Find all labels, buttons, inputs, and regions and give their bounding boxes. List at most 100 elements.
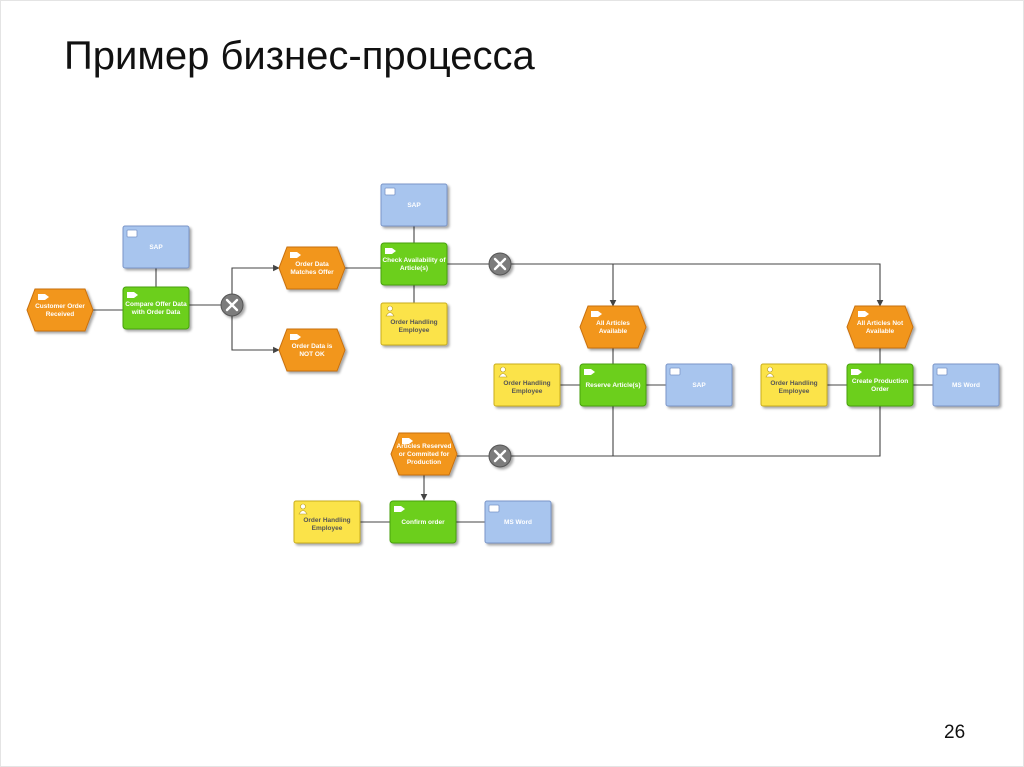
event-shape [846,305,914,349]
person-icon [385,305,395,317]
arrow-icon [584,369,595,375]
node-label: with Order Data [131,309,181,316]
connector-line [231,264,280,294]
event-shape [26,288,94,332]
arrow-icon [394,506,405,512]
role-shape [760,363,828,407]
node-label: All Articles Not [857,320,904,327]
system-ms-word-1: MS Word [932,363,1000,407]
arrow-icon [290,334,301,340]
xor-xor-1 [220,293,244,317]
role-shape [380,302,448,346]
function-shape [380,242,448,286]
cross-icon [225,298,239,312]
node-label: Order Data [295,261,329,268]
node-label: Customer Order [35,303,85,310]
function-shape [579,363,647,407]
node-label: Available [866,328,895,335]
connector-line [511,406,881,457]
node-label: Check Availability of [382,257,446,264]
node-label: Order Handling [390,319,437,326]
node-label: SAP [407,202,421,209]
connector-line [511,406,614,457]
node-label: Reserve Article(s) [585,382,640,389]
node-label: SAP [149,244,163,251]
person-icon [298,503,308,515]
node-label: or Commited for [399,451,450,458]
node-label: Order Handling [303,517,350,524]
arrow-icon [591,311,602,317]
connector-line [511,263,884,307]
system-sap-3: SAP [665,363,733,407]
arrow-icon [127,292,138,298]
monitor-icon [936,367,948,376]
node-label: Articles Reserved [397,443,452,450]
event-shape [278,328,346,372]
node-label: Received [46,311,75,318]
node-label: Order Data is [292,343,333,350]
person-icon [765,366,775,378]
arrow-icon [385,248,396,254]
connector-line [231,316,280,354]
system-shape [665,363,733,407]
node-label: SAP [692,382,706,389]
node-label: All Articles [596,320,630,327]
node-label: Employee [779,388,810,395]
slide-number: 26 [944,722,966,743]
node-label: Employee [399,327,430,334]
event-shape [579,305,647,349]
slide-title: Пример бизнес-процесса [64,34,535,78]
node-label: MS Word [504,519,532,526]
node-label: Available [599,328,628,335]
system-shape [932,363,1000,407]
xor-xor-3 [488,444,512,468]
xor-xor-2 [488,252,512,276]
node-label: Order Handling [770,380,817,387]
node-label: Employee [312,525,343,532]
monitor-icon [126,229,138,238]
system-sap-1: SAP [122,225,190,269]
event-shape [278,246,346,290]
arrow-icon [38,294,49,300]
system-shape [380,183,448,227]
arrow-icon [402,438,413,444]
function-shape [846,363,914,407]
arrow-icon [858,311,869,317]
function-shape [389,500,457,544]
system-sap-2: SAP [380,183,448,227]
node-label: MS Word [952,382,980,389]
node-label: Employee [512,388,543,395]
role-shape [293,500,361,544]
monitor-icon [488,504,500,513]
system-shape [122,225,190,269]
person-icon [498,366,508,378]
role-shape [493,363,561,407]
node-label: Order Handling [503,380,550,387]
node-label: NOT OK [299,351,325,358]
cross-icon [493,449,507,463]
function-shape [122,286,190,330]
system-shape [484,500,552,544]
node-label: Confirm order [401,519,445,526]
monitor-icon [669,367,681,376]
cross-icon [493,257,507,271]
node-label: Production [407,459,441,466]
node-label: Matches Offer [290,269,334,276]
arrow-icon [851,369,862,375]
arrow-icon [290,252,301,258]
node-label: Article(s) [400,265,428,272]
